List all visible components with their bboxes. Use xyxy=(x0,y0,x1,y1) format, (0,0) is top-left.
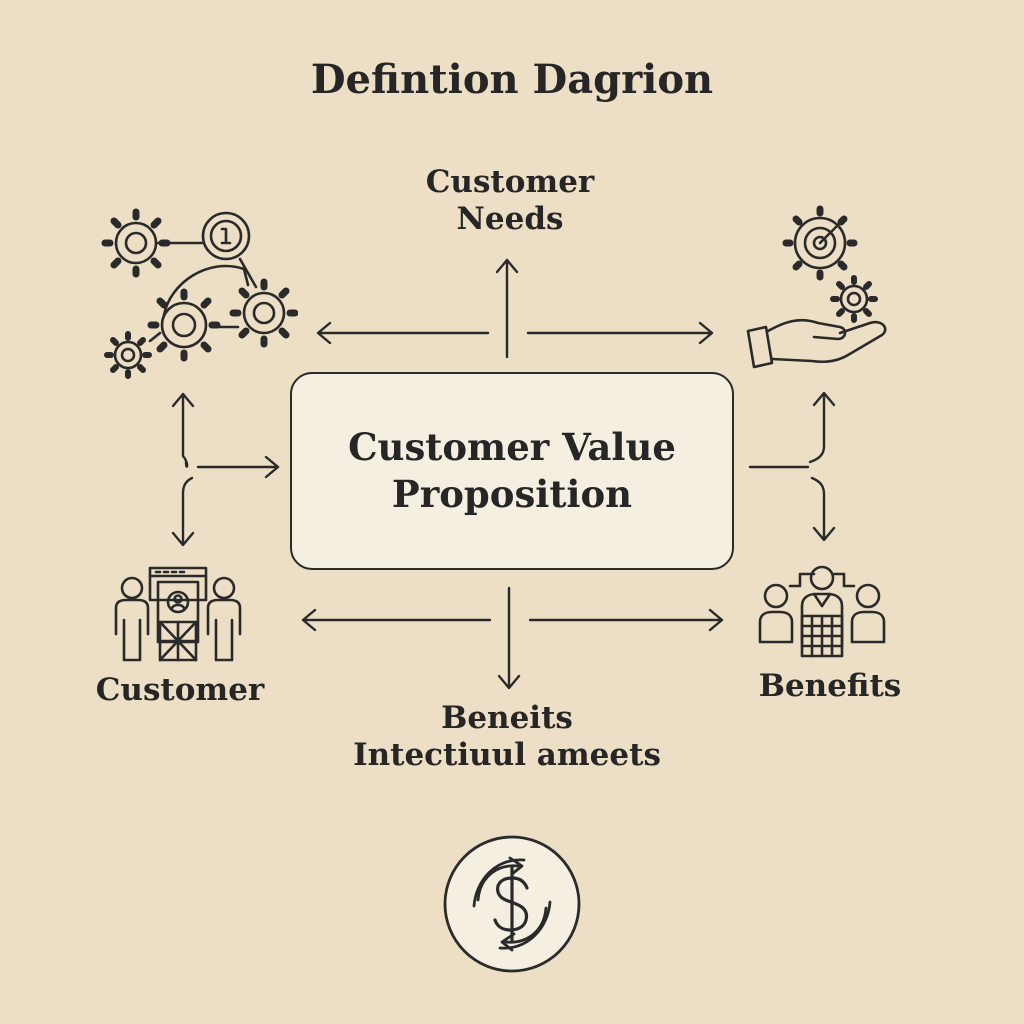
arrow-down-to-benefits xyxy=(497,586,521,690)
node-label-line: Customer xyxy=(425,164,595,200)
diagram-title: Defintion Dagrion xyxy=(310,56,714,103)
dollar-sign-icon xyxy=(493,866,529,942)
arrow-left-bottom xyxy=(301,608,492,632)
person-icon xyxy=(114,576,150,662)
arrow-up-to-needs xyxy=(495,258,519,359)
gear-icon xyxy=(229,278,298,348)
chart-grid-icon xyxy=(800,614,844,658)
gears-network-icon xyxy=(101,208,298,379)
center-node-label: Customer Value Proposition xyxy=(312,424,712,519)
center-label-line: Proposition xyxy=(391,472,633,516)
network-link xyxy=(162,264,250,317)
arrow-left-top xyxy=(316,321,490,345)
gear-icon xyxy=(830,275,878,323)
podium-icon xyxy=(158,620,198,662)
node-label-customer-needs: Customer Needs xyxy=(360,164,660,238)
arrow-up-left-side xyxy=(171,392,195,468)
info-node-icon xyxy=(201,211,251,261)
person-icon xyxy=(800,565,844,646)
arrow-right-bottom xyxy=(528,608,724,632)
person-icon xyxy=(850,583,886,644)
arrow-up-right-side xyxy=(808,391,836,464)
arrow-down-right-side xyxy=(810,476,836,542)
center-node: Customer Value Proposition xyxy=(290,372,734,570)
dollar-cycle-icon xyxy=(443,835,581,973)
team-people-icon xyxy=(758,565,886,658)
arrow-down-left-side xyxy=(171,476,195,547)
gear-icon xyxy=(147,288,221,362)
node-label-line: Needs xyxy=(456,201,564,238)
gear-icon xyxy=(104,331,152,379)
team-bracket xyxy=(788,572,856,588)
arrow-into-box xyxy=(196,455,280,479)
node-label-customer: Customer xyxy=(95,672,265,708)
arrow-right-top xyxy=(526,321,714,345)
center-label-line: Customer Value xyxy=(348,424,676,469)
hand-with-gears-icon xyxy=(746,205,887,369)
network-link xyxy=(148,331,162,343)
target-gear-icon xyxy=(782,205,858,281)
open-hand-icon xyxy=(746,318,887,369)
node-label-line: Intectiuul ameets xyxy=(353,737,661,774)
cycle-arrows xyxy=(472,856,552,952)
node-label-line: Beneits xyxy=(441,700,573,736)
customer-people-icon xyxy=(114,566,242,662)
person-icon xyxy=(758,583,794,644)
person-icon xyxy=(206,576,242,662)
network-link xyxy=(238,257,258,289)
node-label-bottom: Beneits Intectiuul ameets xyxy=(292,700,722,774)
node-label-benefits: Benefits xyxy=(758,668,902,704)
